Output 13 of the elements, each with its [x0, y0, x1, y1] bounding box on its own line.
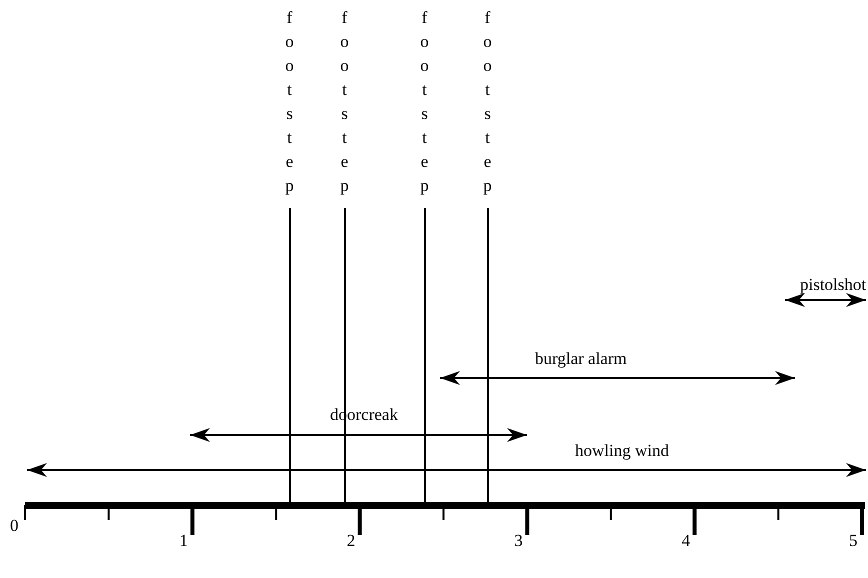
tick-label: 3 [514, 532, 523, 549]
event-label: footstep [281, 8, 298, 200]
tick-label: 2 [346, 532, 356, 549]
tick-label: 0 [10, 517, 18, 534]
tick-label: 4 [682, 532, 690, 549]
event-label: howling wind [575, 442, 669, 459]
event-label: pistolshot [800, 276, 866, 293]
tick-label: 5 [849, 532, 858, 549]
event-label: burglar alarm [535, 350, 627, 367]
event-label: footstep [479, 8, 496, 200]
tick-label: 1 [179, 532, 188, 549]
event-label: footstep [416, 8, 433, 200]
event-label: footstep [336, 8, 353, 200]
